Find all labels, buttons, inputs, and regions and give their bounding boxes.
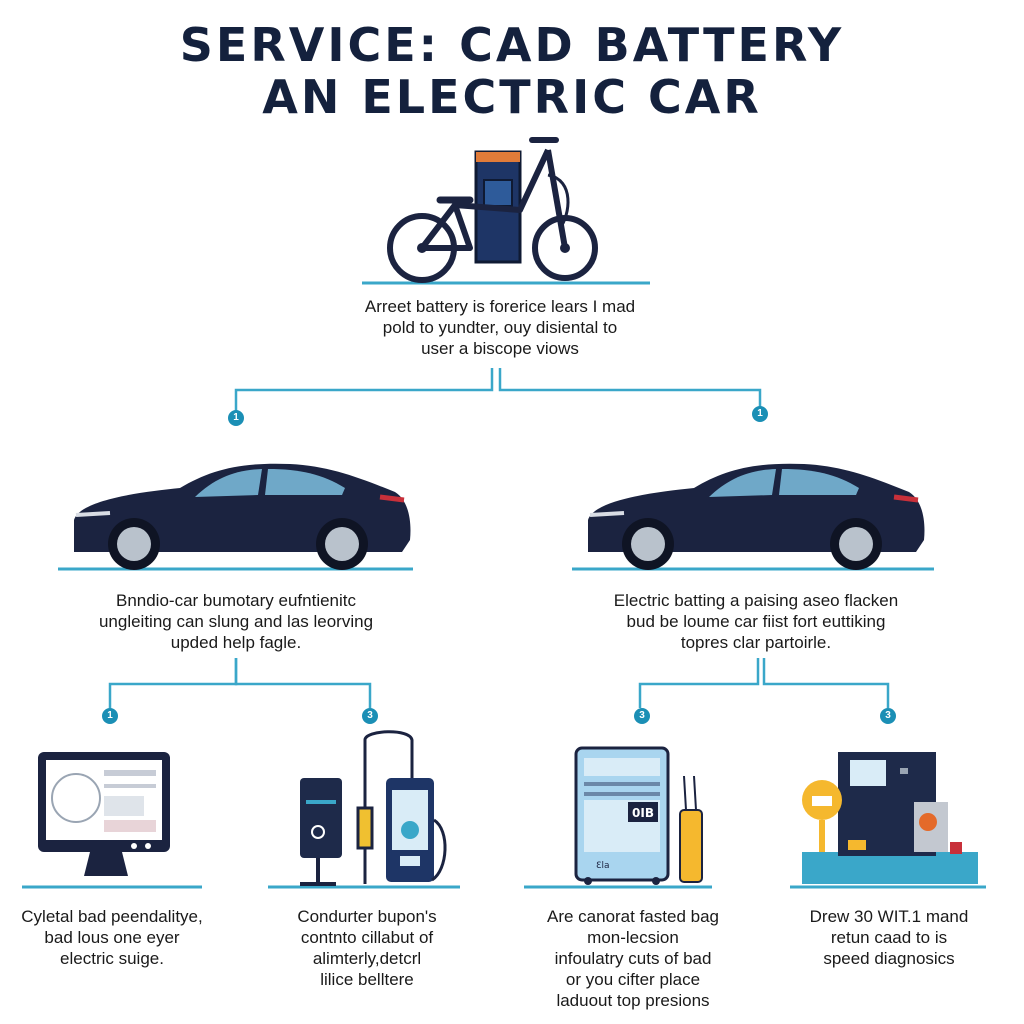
caption-line: mon-lecsion: [587, 928, 679, 947]
caption-line: speed diagnosics: [823, 949, 955, 968]
caption-line: or you cifter place: [565, 970, 701, 989]
badge-bottom-1: 1: [102, 708, 118, 724]
badge-right-branch: 1: [752, 406, 768, 422]
connectors: [108, 368, 890, 708]
right-branch-caption: Electric batting a paising aseo flacken …: [556, 590, 956, 653]
right-car-illustration: [572, 463, 934, 571]
caption-line: bud be loume car fiist fort euttiking: [626, 612, 886, 631]
top-caption: Arreet battery is forerice lears I mad p…: [300, 296, 700, 359]
badge-bottom-3: 3: [634, 708, 650, 724]
monitor-illustration: [22, 752, 202, 889]
badge-left-branch: 1: [228, 410, 244, 426]
machine-text: Ɛla: [596, 861, 610, 871]
caption-line: Bnndio-car bumotary eufntienitc: [115, 591, 357, 610]
caption-line: Electric batting a paising aseo flacken: [613, 591, 899, 610]
left-car-illustration: [58, 463, 413, 571]
caption-line: electric suige.: [60, 949, 164, 968]
title-line-2: AN ELECTRIC CAR: [262, 70, 762, 124]
service-station-illustration: [790, 752, 986, 889]
ebike-charger-illustration: [362, 137, 650, 285]
caption-line: infoulatry cuts of bad: [554, 949, 712, 968]
caption-line: Drew 30 WIT.1 mand: [809, 907, 969, 926]
caption-line: laduout top presions: [556, 991, 710, 1010]
bottom-4-caption: Drew 30 WIT.1 mand retun caad to is spee…: [780, 906, 998, 969]
diagnostic-machine-illustration: 0IB Ɛla: [524, 746, 712, 889]
bottom-3-caption: Are canorat fasted bag mon-lecsion infou…: [518, 906, 748, 1011]
caption-line: ungleiting can slung and las leorving: [98, 612, 374, 631]
left-branch-caption: Bnndio-car bumotary eufntienitc ungleiti…: [40, 590, 432, 653]
caption-line: retun caad to is: [830, 928, 948, 947]
charging-station-illustration: [268, 730, 460, 889]
caption-line: Are canorat fasted bag: [546, 907, 719, 926]
caption-line: contnto cillabut of: [300, 928, 434, 947]
caption-line: pold to yundter, ouy disiental to: [382, 318, 618, 337]
caption-line: upded help fagle.: [170, 633, 302, 652]
caption-line: Condurter bupon's: [297, 907, 437, 926]
bottom-2-caption: Condurter bupon's contnto cillabut of al…: [262, 906, 472, 990]
caption-line: user a biscope viows: [421, 339, 579, 358]
caption-line: topres clar partoirle.: [680, 633, 832, 652]
badge-bottom-2: 3: [362, 708, 378, 724]
caption-line: Arreet battery is forerice lears I mad: [364, 297, 636, 316]
badge-bottom-4: 3: [880, 708, 896, 724]
caption-line: Cyletal bad peendalitye,: [21, 907, 203, 926]
caption-line: alimterly,detcrl: [312, 949, 422, 968]
caption-line: bad lous one eyer: [44, 928, 180, 947]
title-line-1: SERVICE: CAD BATTERY: [179, 18, 845, 72]
caption-line: lilice belltere: [320, 970, 414, 989]
machine-display: 0IB: [632, 806, 654, 820]
bottom-1-caption: Cyletal bad peendalitye, bad lous one ey…: [6, 906, 218, 969]
